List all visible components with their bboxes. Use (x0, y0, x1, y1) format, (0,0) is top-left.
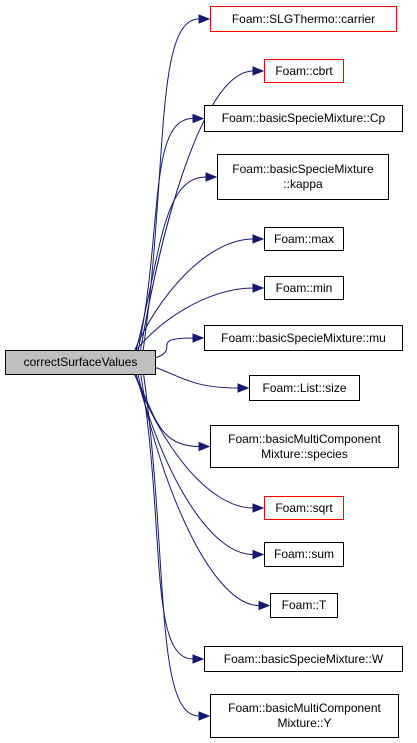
arrowhead (192, 333, 205, 343)
call-edge (132, 369, 254, 509)
call-edge (137, 374, 260, 606)
call-edge (142, 18, 200, 351)
arrowhead (258, 600, 271, 611)
call-edge (129, 287, 254, 360)
call-edge (131, 238, 254, 357)
callee-node[interactable]: Foam::T (270, 593, 338, 618)
call-edge (155, 367, 239, 389)
call-edge (140, 70, 254, 351)
arrowhead (198, 441, 211, 452)
call-edge (137, 118, 194, 351)
arrowhead (205, 172, 218, 182)
callee-node[interactable]: Foam::basicSpecieMixture::Cp (204, 105, 403, 132)
arrowhead (198, 14, 211, 24)
callee-node[interactable]: Foam::max (264, 227, 344, 251)
callee-node[interactable]: Foam::basicSpecieMixture::mu (204, 325, 403, 351)
callee-node[interactable]: Foam::cbrt (264, 59, 344, 83)
arrowhead (192, 113, 205, 124)
call-edge (134, 176, 207, 354)
call-edge (129, 366, 200, 447)
edges (129, 14, 271, 721)
arrowhead (252, 283, 265, 293)
arrowhead (252, 234, 265, 244)
call-edge (140, 374, 194, 660)
root-node: correctSurfaceValues (5, 350, 156, 375)
arrowhead (252, 503, 265, 513)
arrowhead (198, 711, 211, 721)
callee-node[interactable]: Foam::sqrt (264, 496, 344, 520)
callee-node[interactable]: Foam::min (264, 276, 344, 300)
arrowhead (252, 66, 265, 76)
call-edge (155, 337, 194, 359)
callee-node[interactable]: Foam::basicSpecieMixture ::kappa (217, 154, 389, 200)
callee-node[interactable]: Foam::basicSpecieMixture::W (204, 646, 403, 672)
callee-node[interactable]: Foam::basicMultiComponent Mixture::Y (210, 694, 399, 738)
callee-node[interactable]: Foam::SLGThermo::carrier (210, 6, 397, 32)
callee-node[interactable]: Foam::sum (264, 542, 344, 567)
callee-node[interactable]: Foam::basicMultiComponent Mixture::speci… (210, 425, 399, 468)
arrowhead (252, 549, 265, 560)
arrowhead (237, 383, 250, 393)
call-edge (143, 374, 200, 717)
callee-node[interactable]: Foam::List::size (249, 375, 360, 401)
arrowhead (192, 654, 205, 664)
